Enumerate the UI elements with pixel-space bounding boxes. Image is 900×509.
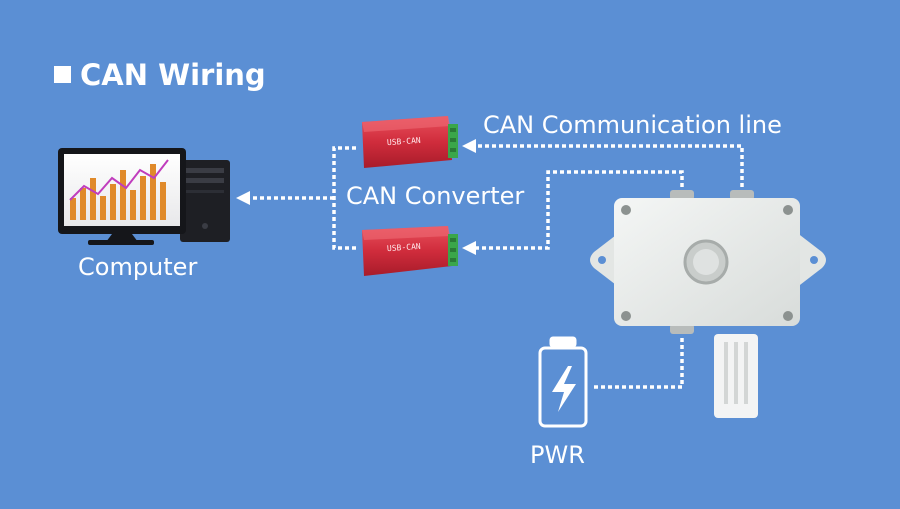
wire-converter-bracket: [332, 146, 356, 250]
battery-lightning-icon: [538, 336, 588, 428]
computer-label: Computer: [78, 253, 198, 281]
arrow-to-computer: [236, 191, 250, 205]
power-label: PWR: [530, 441, 585, 469]
screen-trend-line: [69, 159, 169, 201]
converter-label: CAN Converter: [346, 182, 525, 210]
arrowheads: [236, 139, 476, 255]
wire-paths: [248, 144, 744, 389]
screen-chart: [70, 164, 166, 220]
wire-power: [594, 336, 684, 389]
arrow-to-converter-top: [462, 139, 476, 153]
wire-comm-line-bottom: [476, 170, 684, 250]
sensor-enclosure-icon: [590, 190, 826, 418]
cable-gland-top-right: [730, 190, 754, 200]
cable-gland-top-left: [670, 190, 694, 200]
usb-can-converter-top: USB-CAN: [362, 116, 458, 168]
usb-can-converter-bottom: USB-CAN: [362, 226, 458, 276]
converter-top-label: USB-CAN: [387, 136, 421, 147]
desktop-computer-icon: [58, 148, 230, 245]
page-title: CAN Wiring: [80, 58, 266, 92]
cable-gland-bottom: [670, 324, 694, 334]
arrow-to-converter-bottom: [462, 241, 476, 255]
converter-bottom-label: USB-CAN: [387, 242, 421, 253]
wire-comm-line-top: [476, 144, 744, 194]
title-bullet: [54, 66, 71, 83]
comm-line-label: CAN Communication line: [483, 111, 782, 139]
